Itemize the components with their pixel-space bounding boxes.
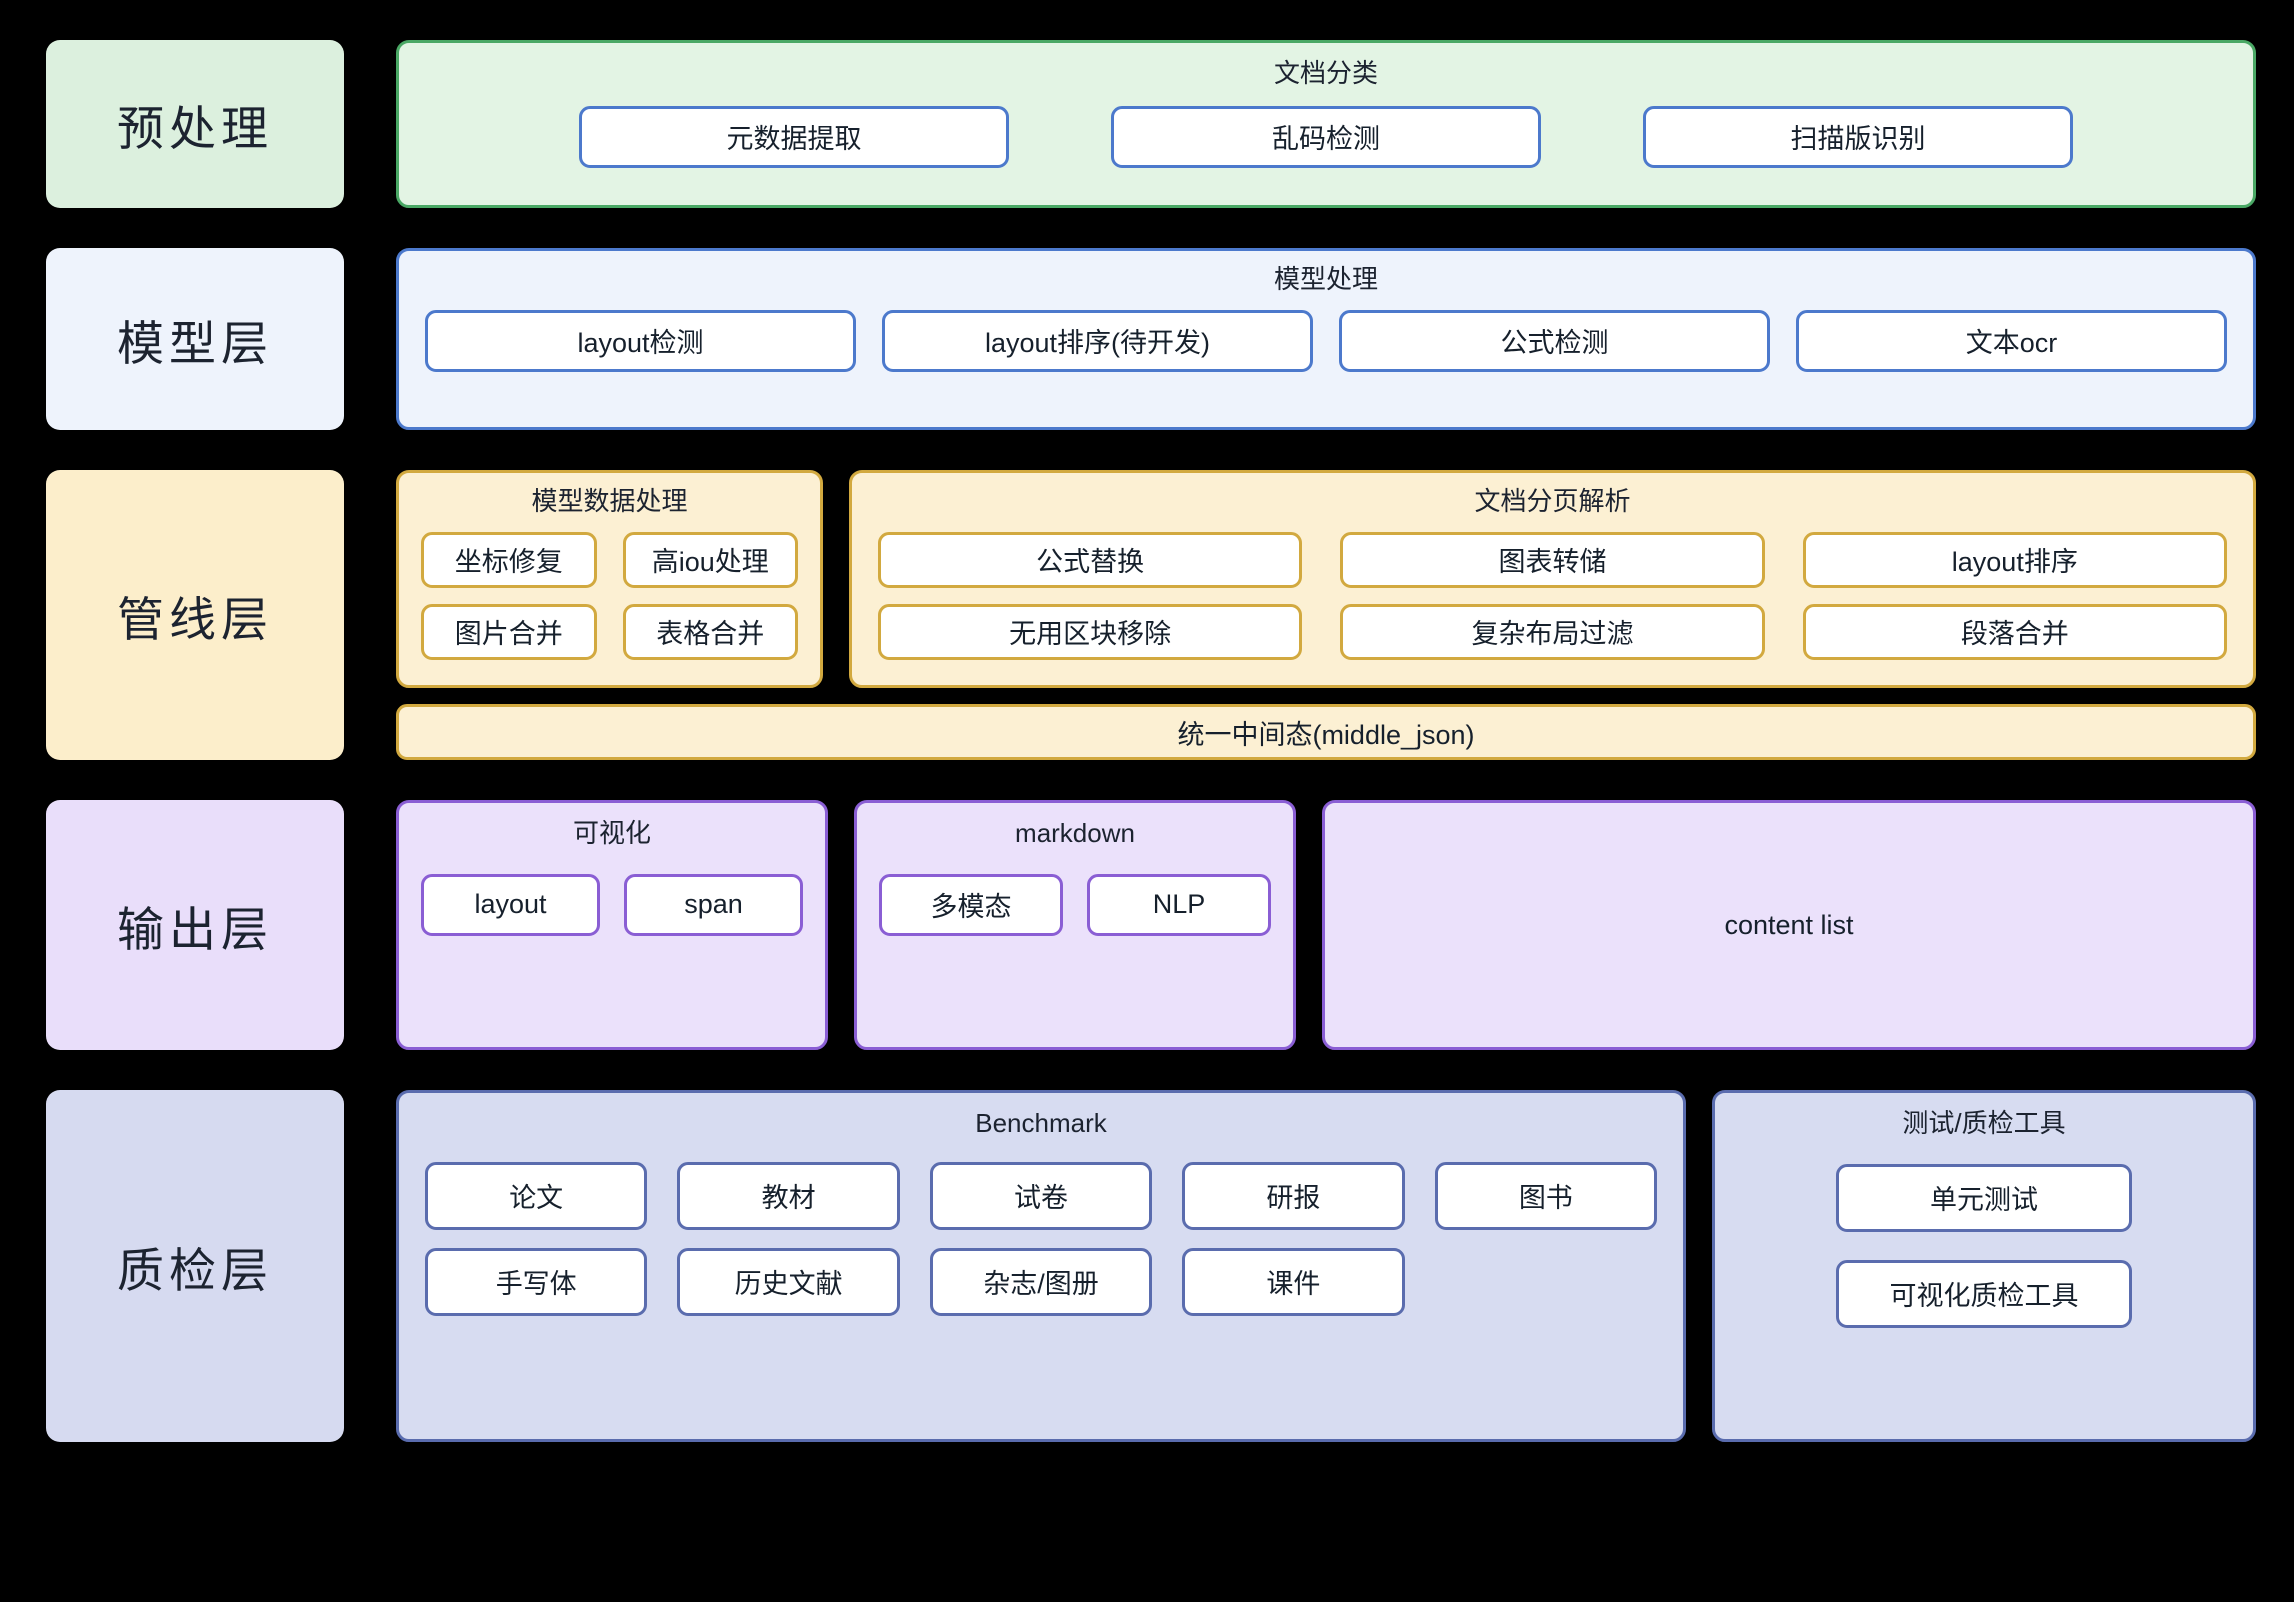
- chip-formula-detection[interactable]: 公式检测: [1339, 309, 1770, 372]
- chip-row-2: 图片合并 表格合并: [421, 603, 798, 660]
- chip-formula-replacement[interactable]: 公式替换: [878, 531, 1303, 588]
- chip-handwriting[interactable]: 手写体: [424, 1247, 648, 1316]
- chip-multimodal[interactable]: 多模态: [879, 873, 1063, 936]
- chip-complex-layout-filter[interactable]: 复杂布局过滤: [1340, 603, 1765, 660]
- chip-group-visualization: layout span: [421, 873, 803, 936]
- row-pipeline-layer: 管线层 模型数据处理 坐标修复 高iou处理 图片合并 表格合并: [46, 470, 2256, 760]
- panel-title-model-processing: 模型处理: [1273, 264, 1378, 294]
- chip-group-page-parsing: 公式替换 图表转储 layout排序 无用区块移除 复杂布局过滤 段落合并: [878, 531, 2227, 660]
- chip-group-model: layout检测 layout排序(待开发) 公式检测 文本ocr: [425, 309, 2227, 372]
- row-output-layer: 输出层 可视化 layout span markdown 多模态 NLP con…: [46, 800, 2256, 1050]
- panel-markdown: markdown 多模态 NLP: [854, 800, 1296, 1050]
- row-model-layer: 模型层 模型处理 layout检测 layout排序(待开发) 公式检测 文本o…: [46, 248, 2256, 430]
- chip-nlp[interactable]: NLP: [1087, 873, 1271, 936]
- panel-title-test-qa-tools: 测试/质检工具: [1902, 1108, 2066, 1138]
- chip-layout-output[interactable]: layout: [421, 873, 600, 936]
- chip-row-1: 坐标修复 高iou处理: [421, 531, 798, 588]
- chip-table-merge[interactable]: 表格合并: [622, 603, 798, 660]
- chip-row-2: 无用区块移除 复杂布局过滤 段落合并: [878, 603, 2227, 660]
- chip-image-merge[interactable]: 图片合并: [421, 603, 597, 660]
- panel-test-qa-tools: 测试/质检工具 单元测试 可视化质检工具: [1712, 1090, 2256, 1442]
- chip-layout-ordering-pipeline[interactable]: layout排序: [1802, 531, 2227, 588]
- chip-scan-recognition[interactable]: 扫描版识别: [1643, 105, 2073, 168]
- layer-label-qa: 质检层: [46, 1090, 344, 1442]
- chip-unit-test[interactable]: 单元测试: [1836, 1163, 2132, 1232]
- row-preprocess: 预处理 文档分类 元数据提取 乱码检测 扫描版识别: [46, 40, 2256, 208]
- chip-magazine-album[interactable]: 杂志/图册: [929, 1247, 1153, 1316]
- layer-label-output: 输出层: [46, 800, 344, 1050]
- chip-layout-ordering[interactable]: layout排序(待开发): [882, 309, 1313, 372]
- chip-book[interactable]: 图书: [1434, 1161, 1658, 1230]
- layer-label-model: 模型层: [46, 248, 344, 430]
- chip-garbled-detection[interactable]: 乱码检测: [1111, 105, 1541, 168]
- panel-title-page-parsing: 文档分页解析: [1474, 486, 1631, 516]
- panel-title-benchmark: Benchmark: [975, 1108, 1107, 1138]
- layer-label-preprocess: 预处理: [46, 40, 344, 208]
- row-qa-layer: 质检层 Benchmark 论文 教材 试卷 研报 图书 手写体 历史文献 杂志…: [46, 1090, 2256, 1442]
- chip-paper[interactable]: 论文: [424, 1161, 648, 1230]
- chip-high-iou-handling[interactable]: 高iou处理: [622, 531, 798, 588]
- chip-historical-document[interactable]: 历史文献: [677, 1247, 900, 1316]
- panel-content-list: content list: [1322, 800, 2256, 1050]
- chip-paragraph-merge[interactable]: 段落合并: [1802, 603, 2227, 660]
- panel-benchmark: Benchmark 论文 教材 试卷 研报 图书 手写体 历史文献 杂志/图册 …: [396, 1090, 1686, 1442]
- chip-metadata-extraction[interactable]: 元数据提取: [579, 105, 1009, 168]
- panel-document-classification: 文档分类 元数据提取 乱码检测 扫描版识别: [396, 40, 2256, 208]
- chip-group-tools: 单元测试 可视化质检工具: [1741, 1163, 2227, 1328]
- panel-title-content-list: content list: [1724, 909, 1854, 940]
- chip-group-markdown: 多模态 NLP: [879, 873, 1271, 936]
- panel-model-data-processing: 模型数据处理 坐标修复 高iou处理 图片合并 表格合并: [396, 470, 823, 688]
- chip-courseware[interactable]: 课件: [1182, 1247, 1405, 1316]
- chip-row-2: 手写体 历史文献 杂志/图册 课件: [424, 1247, 1657, 1316]
- panel-model-processing: 模型处理 layout检测 layout排序(待开发) 公式检测 文本ocr: [396, 248, 2256, 430]
- chip-group-benchmark: 论文 教材 试卷 研报 图书 手写体 历史文献 杂志/图册 课件: [424, 1161, 1658, 1316]
- chip-visual-qa-tool[interactable]: 可视化质检工具: [1836, 1259, 2132, 1328]
- panel-visualization: 可视化 layout span: [396, 800, 828, 1050]
- pipeline-panels: 模型数据处理 坐标修复 高iou处理 图片合并 表格合并 文档分页解析: [396, 470, 2256, 688]
- chip-figure-table-storage[interactable]: 图表转储: [1340, 531, 1765, 588]
- chip-row-1: 公式替换 图表转储 layout排序: [878, 531, 2227, 588]
- chip-text-ocr[interactable]: 文本ocr: [1796, 309, 2227, 372]
- chip-exam-paper[interactable]: 试卷: [929, 1161, 1153, 1230]
- chip-coordinate-repair[interactable]: 坐标修复: [421, 531, 597, 588]
- layer-label-pipeline: 管线层: [46, 470, 344, 760]
- chip-group-preprocess: 元数据提取 乱码检测 扫描版识别: [429, 105, 2223, 168]
- chip-research-report[interactable]: 研报: [1182, 1161, 1405, 1230]
- chip-textbook[interactable]: 教材: [677, 1161, 900, 1230]
- chip-row-1: 论文 教材 试卷 研报 图书: [424, 1161, 1658, 1230]
- panel-unified-middle-state: 统一中间态(middle_json): [396, 704, 2256, 760]
- panel-page-parsing: 文档分页解析 公式替换 图表转储 layout排序 无用区块移除 复杂布局过滤 …: [849, 470, 2256, 688]
- chip-layout-detection[interactable]: layout检测: [425, 309, 856, 372]
- chip-group-model-data: 坐标修复 高iou处理 图片合并 表格合并: [421, 531, 798, 660]
- chip-useless-block-removal[interactable]: 无用区块移除: [878, 603, 1303, 660]
- panel-title-markdown: markdown: [1015, 818, 1135, 848]
- panel-title-document-classification: 文档分类: [1273, 58, 1378, 88]
- panel-title-visualization: 可视化: [572, 818, 651, 848]
- panel-title-model-data-processing: 模型数据处理: [531, 486, 688, 516]
- chip-span-output[interactable]: span: [624, 873, 803, 936]
